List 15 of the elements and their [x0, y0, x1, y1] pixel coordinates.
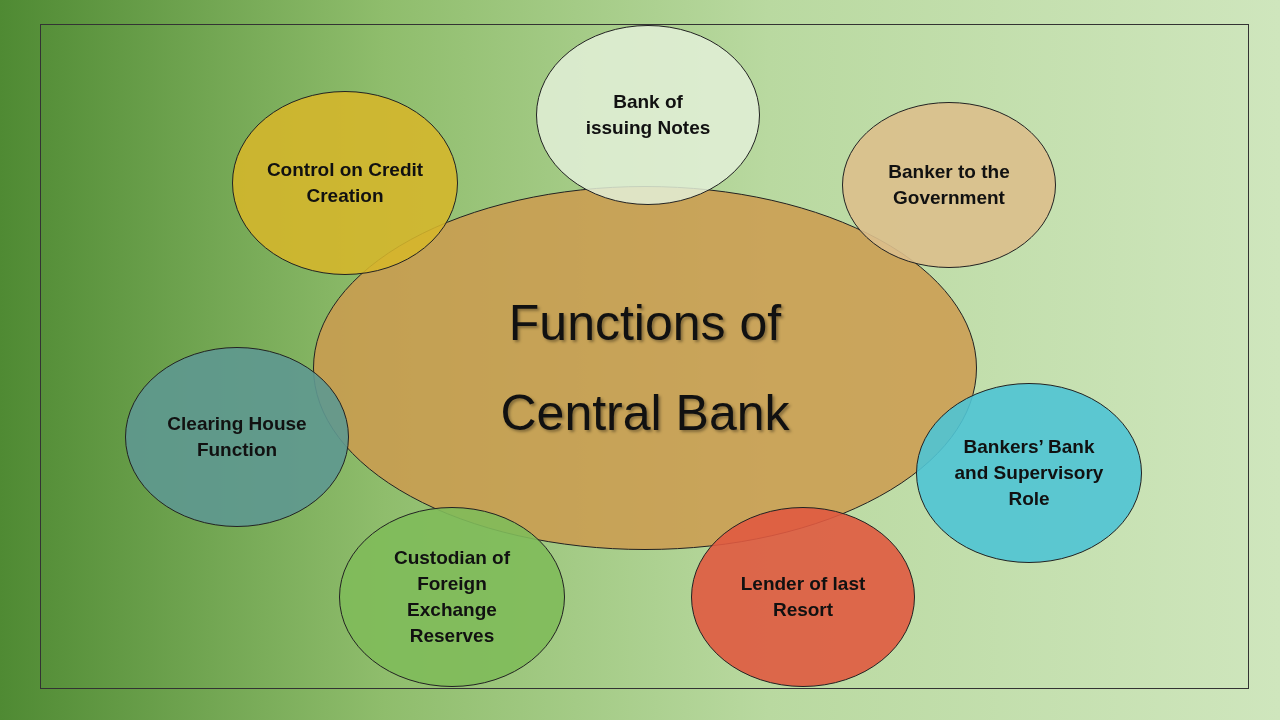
- function-label: Bank of issuing Notes: [584, 90, 712, 140]
- ellipse: [916, 383, 1142, 563]
- function-label: Bankers’ Bank and Supervisory Role: [954, 435, 1104, 511]
- function-label: Custodian of Foreign Exchange Reserves: [392, 546, 512, 648]
- function-label: Clearing House Function: [166, 412, 308, 462]
- function-label: Banker to the Government: [887, 160, 1011, 210]
- title-text: Functions of Central Bank: [499, 294, 791, 443]
- ellipse: [232, 91, 458, 275]
- function-label: Lender of last Resort: [739, 572, 867, 622]
- ellipse: [125, 347, 349, 527]
- ellipse: [536, 25, 760, 205]
- function-label: Control on Credit Creation: [265, 158, 425, 208]
- ellipse: [842, 102, 1056, 268]
- ellipse: [339, 507, 565, 687]
- ellipse: [691, 507, 915, 687]
